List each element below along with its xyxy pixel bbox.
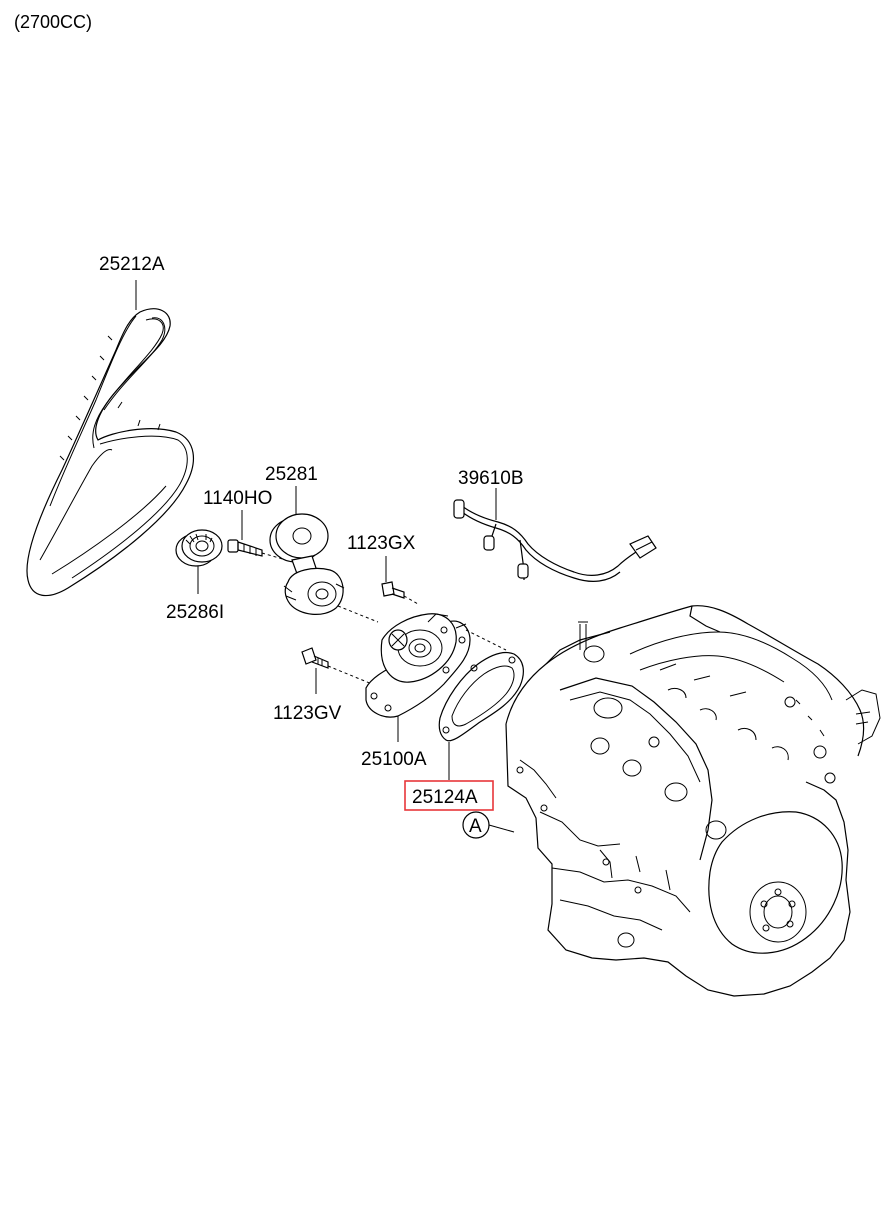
idler-pulley-drawing[interactable]	[175, 529, 223, 567]
engine-block-drawing	[505, 605, 881, 997]
gasket-highlight-box	[404, 780, 494, 811]
label-idler-pulley[interactable]: 25286I	[166, 602, 224, 623]
label-pump-bolt-lower[interactable]: 1123GV	[273, 703, 342, 724]
tensioner-drawing[interactable]	[269, 513, 345, 615]
label-pump-bolt-upper[interactable]: 1123GX	[347, 533, 416, 554]
belt-drawing[interactable]	[26, 308, 194, 597]
label-water-pump[interactable]: 25100A	[361, 749, 427, 770]
tensioner-bolt-drawing[interactable]	[227, 539, 263, 557]
label-gasket[interactable]: 25124A	[412, 787, 478, 808]
label-hose-assy[interactable]: 39610B	[458, 468, 524, 489]
label-tensioner-bolt[interactable]: 1140HO	[203, 488, 272, 509]
hose-assy-drawing[interactable]	[453, 499, 657, 582]
water-pump-drawing[interactable]	[365, 613, 471, 718]
pump-bolt-upper-drawing[interactable]	[381, 581, 405, 599]
label-belt[interactable]: 25212A	[99, 254, 165, 275]
engine-spec-label: (2700CC)	[14, 12, 93, 32]
label-callout-a[interactable]: A	[469, 816, 482, 837]
pump-bolt-lower-drawing[interactable]	[301, 647, 329, 669]
label-tensioner[interactable]: 25281	[265, 464, 318, 485]
gasket-drawing[interactable]	[438, 651, 524, 742]
